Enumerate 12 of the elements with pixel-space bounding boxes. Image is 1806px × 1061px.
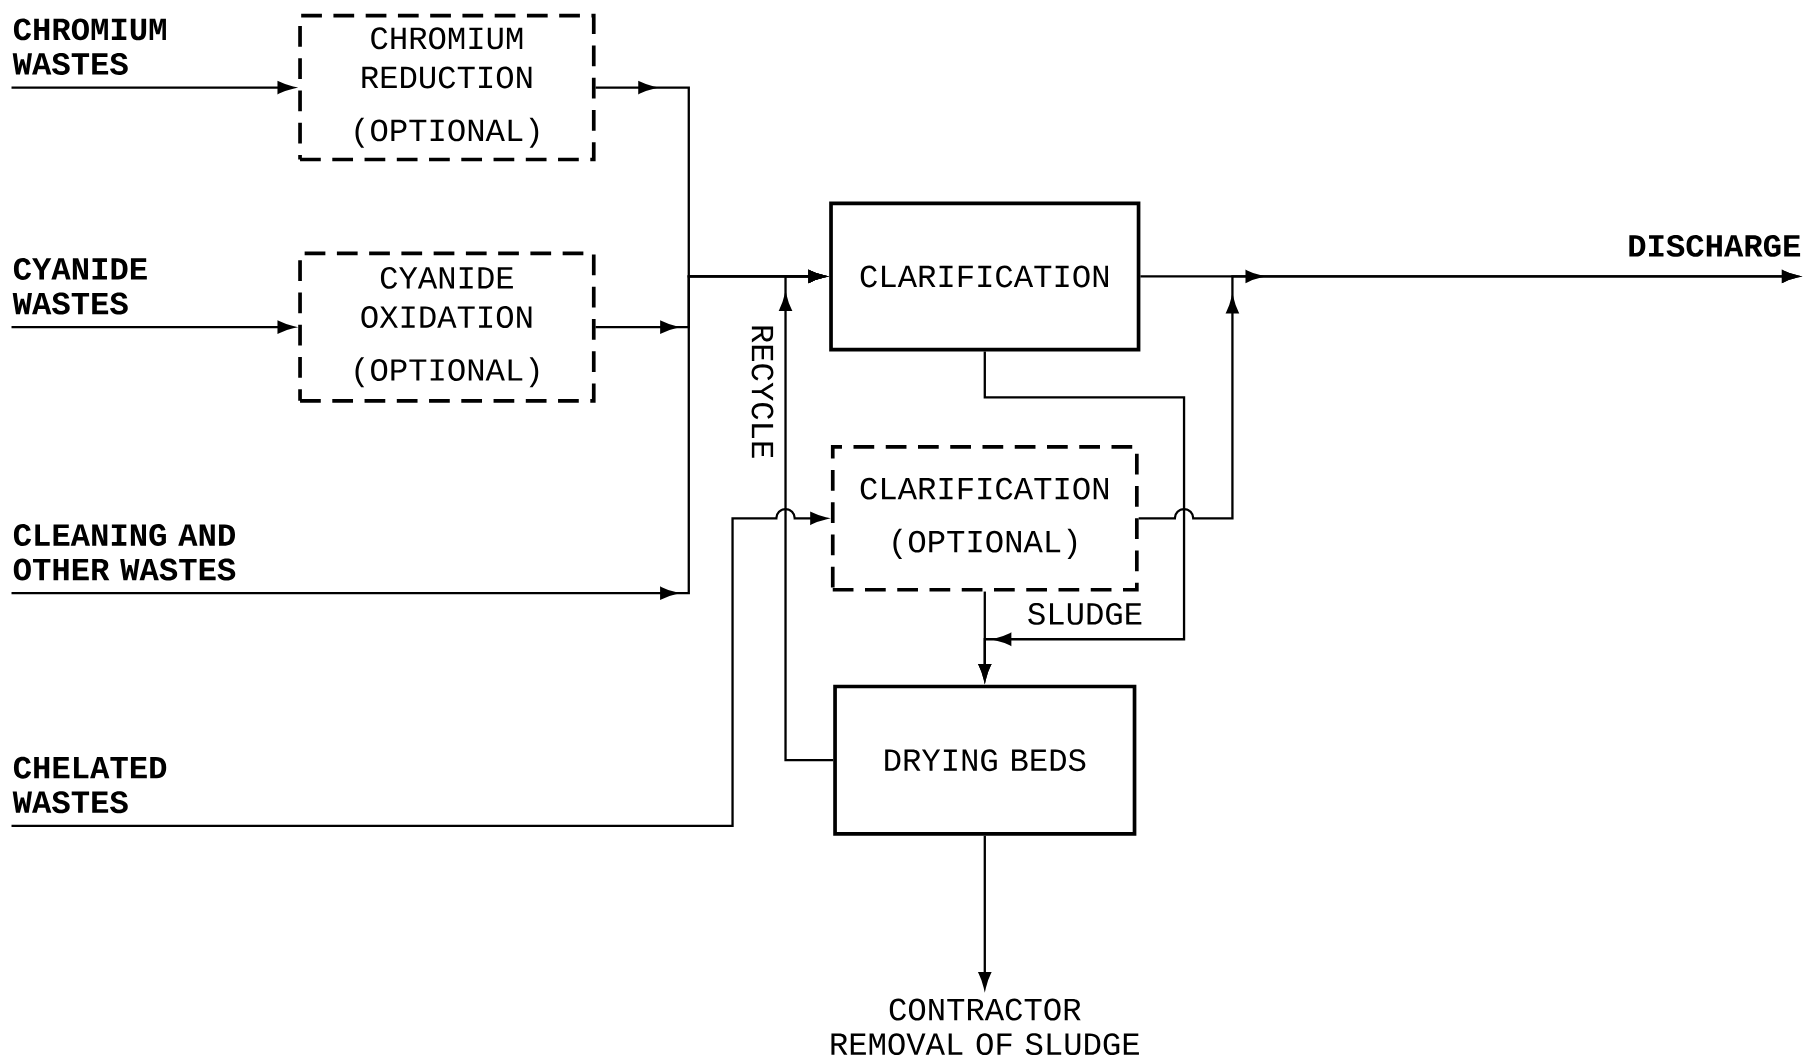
outlet-label: DISCHARGE <box>1629 235 1801 257</box>
edge-label: SLUDGE <box>1024 600 1146 628</box>
process-box: DRYING BEDS <box>833 684 1137 836</box>
arrow <box>11 321 295 334</box>
optional-process-box: CYANIDE OXIDATION (OPTIONAL) <box>298 251 596 403</box>
optional-process-box: CLARIFICATION (OPTIONAL) <box>830 445 1139 592</box>
stream-label: CYANIDE WASTES <box>12 258 147 315</box>
edge-label: RECYCLE <box>749 321 776 462</box>
process-box: CLARIFICATION <box>829 201 1141 352</box>
stream-label: CHROMIUM WASTES <box>12 18 166 75</box>
optional-process-box: CHROMIUM REDUCTION (OPTIONAL) <box>298 13 596 162</box>
outlet-label: CONTRACTOR REMOVAL OF SLUDGE <box>831 998 1139 1056</box>
